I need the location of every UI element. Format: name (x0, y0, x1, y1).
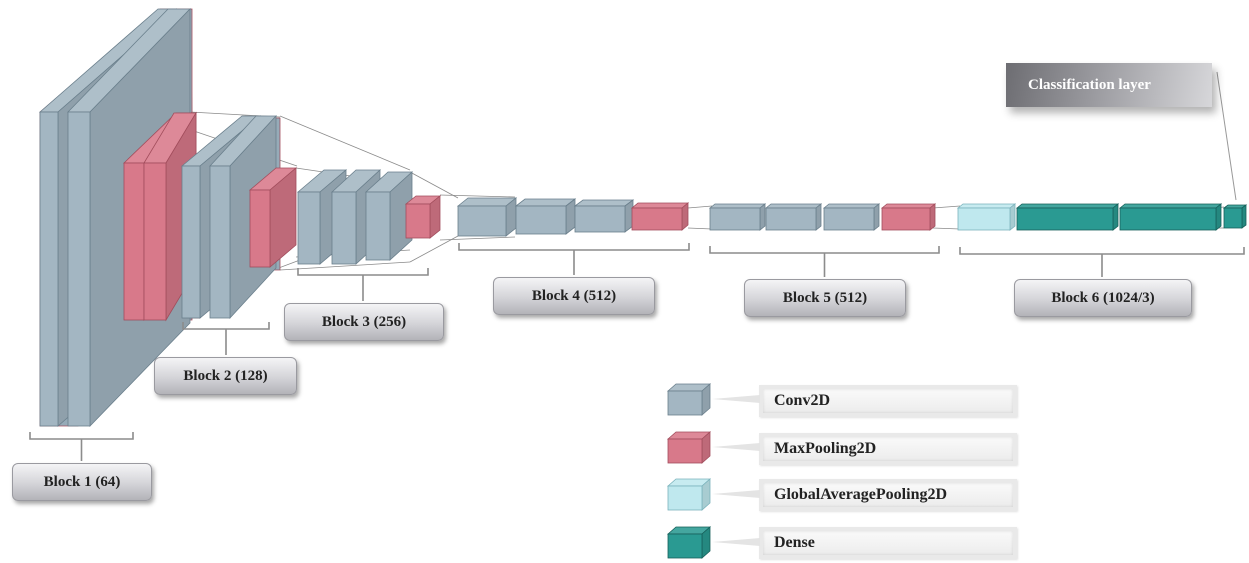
block-6-dense-layer (1118, 203, 1223, 231)
block-2-maxpool-layer (248, 167, 298, 268)
block-1-brace (29, 432, 134, 461)
block-5-conv2d-layer (764, 203, 823, 231)
block-4-brace (458, 243, 690, 275)
globalaveragepooling2d-cube-icon (666, 478, 712, 511)
classification-layer-label: Classification layer (1006, 63, 1212, 107)
block-2-conv2d-layer (209, 114, 277, 320)
dense-cube-icon (666, 526, 712, 559)
block-4-label: Block 4 (512) (493, 277, 655, 315)
legend-pointer (712, 443, 760, 451)
block-4-conv2d-layer (514, 198, 577, 235)
block-6-label: Block 6 (1024/3) (1014, 279, 1192, 317)
layer-stack (38, 8, 1248, 427)
connector-line (932, 227, 961, 230)
block-5-label: Block 5 (512) (744, 279, 906, 317)
connector-line (409, 235, 459, 263)
block-6-brace (959, 247, 1245, 277)
block-3-conv2d-layer (364, 171, 414, 261)
connector-line (409, 171, 459, 199)
connector-line (687, 205, 713, 209)
classification-pointer-line (1216, 71, 1237, 201)
legend-dense-label: Dense (759, 527, 1017, 559)
block-3-maxpool-layer (404, 195, 442, 239)
block-5-conv2d-layer (708, 203, 767, 231)
block-2-label: Block 2 (128) (154, 357, 297, 395)
block-4-conv2d-layer (456, 197, 518, 237)
block-4-maxpool-layer (630, 202, 690, 231)
block-5-brace (709, 246, 940, 277)
block-6-dense-layer (1015, 203, 1120, 231)
block-1-label: Block 1 (64) (12, 463, 152, 501)
block-1-conv2d-layer (67, 8, 191, 427)
connector-line (439, 194, 516, 198)
legend-conv2d-label: Conv2D (759, 385, 1017, 417)
block-4-conv2d-layer (573, 199, 635, 233)
legend-cube (666, 431, 712, 464)
block-5-conv2d-layer (822, 203, 881, 231)
block-6-dense-classification-layer (1222, 204, 1248, 229)
connector-line (439, 236, 516, 241)
connector-line (279, 115, 411, 171)
block-6-globalaveragepooling-layer (956, 203, 1017, 231)
block-5-maxpool-layer (880, 203, 937, 231)
block-2-brace (182, 322, 270, 355)
connector-line (932, 205, 961, 209)
legend-maxpooling2d-label: MaxPooling2D (759, 433, 1017, 465)
legend-cube (666, 526, 712, 559)
legend-pointer (712, 395, 760, 403)
connector-line (279, 261, 411, 271)
maxpooling2d-cube-icon (666, 431, 712, 464)
block-braces (29, 243, 1245, 461)
legend-cube (666, 478, 712, 511)
legend-pointer (712, 490, 760, 498)
legend-globalaveragepooling2d-label: GlobalAveragePooling2D (759, 479, 1017, 511)
connector-line (687, 227, 713, 230)
block-3-label: Block 3 (256) (284, 303, 444, 341)
conv2d-cube-icon (666, 383, 712, 416)
block-3-brace (297, 268, 429, 301)
legend-cube (666, 383, 712, 416)
legend-pointer (712, 538, 760, 546)
